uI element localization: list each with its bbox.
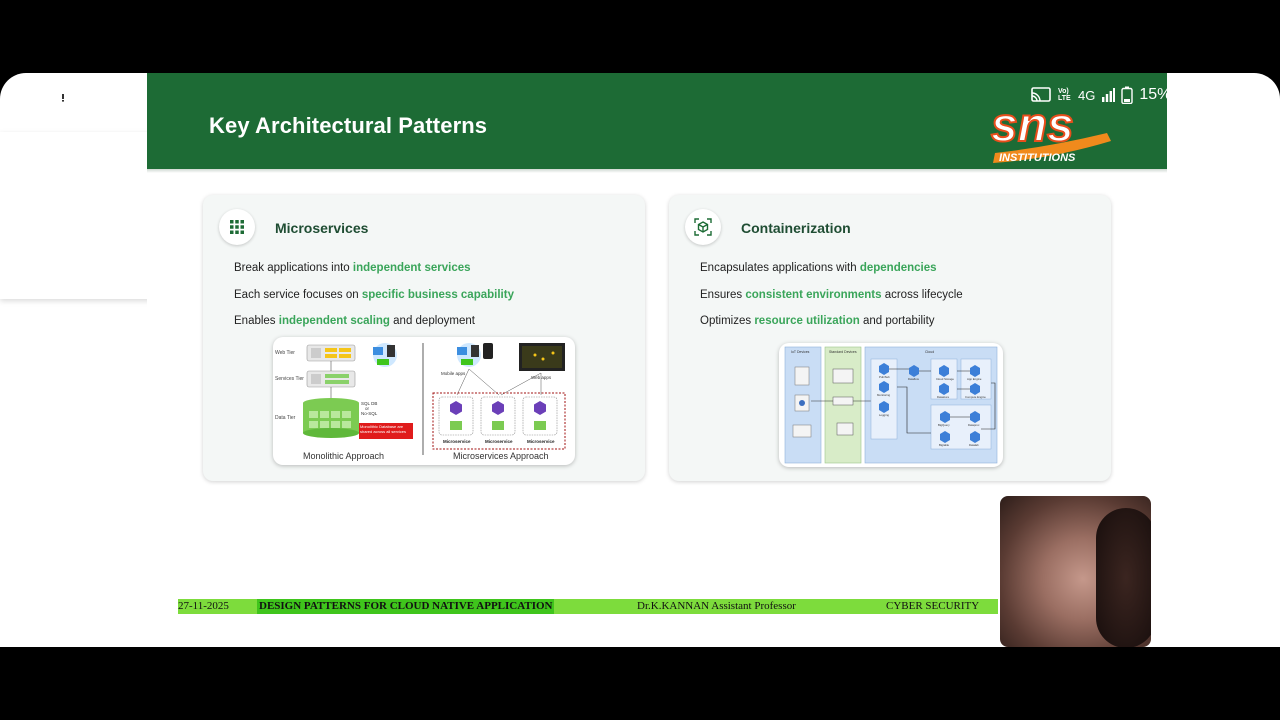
presentation-slide: Key Architectural Patterns sns INSTITUTI… xyxy=(147,73,1167,647)
logo-letters: sns xyxy=(991,99,1074,152)
battery-icon xyxy=(1121,86,1134,104)
svg-text:Pub/Sub: Pub/Sub xyxy=(879,375,890,379)
settings-notification-icon xyxy=(58,89,68,104)
video-call-shadow xyxy=(1096,508,1151,647)
bullet-item: Break applications into independent serv… xyxy=(234,262,471,274)
microservices-bullets: Break applications into independent serv… xyxy=(234,262,514,342)
status-app-label: Settings xyxy=(81,88,139,105)
status-app-indicator[interactable]: Settings xyxy=(57,88,139,106)
header-shadow xyxy=(147,169,1167,173)
svg-text:Logging: Logging xyxy=(879,413,889,417)
bullet-item: Each service focuses on specific busines… xyxy=(234,288,514,301)
containerization-card: Containerization Encapsulates applicatio… xyxy=(669,195,1111,481)
svg-text:or: or xyxy=(365,406,370,411)
bullet-item: Ensures consistent environments across l… xyxy=(700,288,963,301)
svg-text:IoT Devices: IoT Devices xyxy=(791,350,810,354)
video-call-thumbnail[interactable] xyxy=(1000,496,1151,647)
status-bar-right: Vo) LTE 4G 15% xyxy=(1030,86,1171,104)
svg-text:Data Tier: Data Tier xyxy=(275,415,296,421)
svg-text:Standard Devices: Standard Devices xyxy=(829,350,857,354)
footer-course: DESIGN PATTERNS FOR CLOUD NATIVE APPLICA… xyxy=(257,599,555,614)
microservices-caption: Microservices Approach xyxy=(453,451,549,461)
battery-percentage: 15% xyxy=(1139,86,1172,103)
svg-text:Datastore: Datastore xyxy=(937,395,950,399)
svg-text:Bigtable: Bigtable xyxy=(939,443,950,447)
svg-text:Microservice: Microservice xyxy=(443,439,471,444)
svg-text:Microservice: Microservice xyxy=(527,439,555,444)
svg-text:Compute Engine: Compute Engine xyxy=(965,395,986,399)
svg-text:Dataproc: Dataproc xyxy=(968,423,980,427)
svg-text:Web Tier: Web Tier xyxy=(275,350,295,356)
bullet-item: Encapsulates applications with dependenc… xyxy=(700,262,937,274)
microservices-card: Microservices Break applications into in… xyxy=(203,195,645,481)
volte-label: Vo) LTE xyxy=(1058,88,1071,102)
sns-logo: sns INSTITUTIONS xyxy=(990,98,1111,164)
cast-icon xyxy=(1031,87,1051,102)
svg-text:Datalab: Datalab xyxy=(969,443,979,447)
bullet-item: Enables independent scaling and deployme… xyxy=(234,315,475,327)
cloud-architecture-diagram: IoT Devices Standard Devices Cloud xyxy=(779,343,1003,467)
grid-icon xyxy=(219,209,255,245)
bullet-item: Optimizes resource utilization and porta… xyxy=(700,315,935,327)
footer-dept: CYBER SECURITY xyxy=(886,600,980,612)
microservices-heading: Microservices xyxy=(275,220,369,236)
svg-text:No-SQL: No-SQL xyxy=(361,411,378,416)
monolith-vs-microservices-diagram: Web Tier Services Tier Data Tier SQL DB … xyxy=(273,337,575,465)
monolithic-caption: Monolithic Approach xyxy=(303,451,384,461)
containerization-heading: Containerization xyxy=(741,220,851,236)
footer-date: 27-11-2025 xyxy=(178,600,229,612)
monolith-warning: Monolithic Database are shared across al… xyxy=(360,424,407,434)
svg-text:BigQuery: BigQuery xyxy=(938,423,950,427)
svg-text:Services Tier: Services Tier xyxy=(275,376,304,382)
network-type: 4G xyxy=(1078,87,1096,103)
svg-text:Dataflow: Dataflow xyxy=(908,377,920,381)
logo-subtext: INSTITUTIONS xyxy=(999,152,1076,164)
slide-footer: 27-11-2025 DESIGN PATTERNS FOR CLOUD NAT… xyxy=(178,599,998,614)
slide-title: Key Architectural Patterns xyxy=(209,113,488,138)
svg-text:Cloud: Cloud xyxy=(925,350,934,354)
svg-text:Cloud Storage: Cloud Storage xyxy=(936,377,954,381)
containerization-bullets: Encapsulates applications with dependenc… xyxy=(700,262,963,342)
svg-text:Microservice: Microservice xyxy=(485,439,513,444)
svg-text:App Engine: App Engine xyxy=(967,377,982,381)
signal-icon xyxy=(1102,88,1116,102)
container-icon xyxy=(685,209,721,245)
svg-text:SQL DB: SQL DB xyxy=(361,401,377,406)
svg-text:Monitoring: Monitoring xyxy=(877,393,891,397)
footer-author: Dr.K.KANNAN Assistant Professor xyxy=(637,600,796,612)
svg-text:Web apps: Web apps xyxy=(531,375,552,380)
svg-text:Mobile apps: Mobile apps xyxy=(441,371,466,376)
